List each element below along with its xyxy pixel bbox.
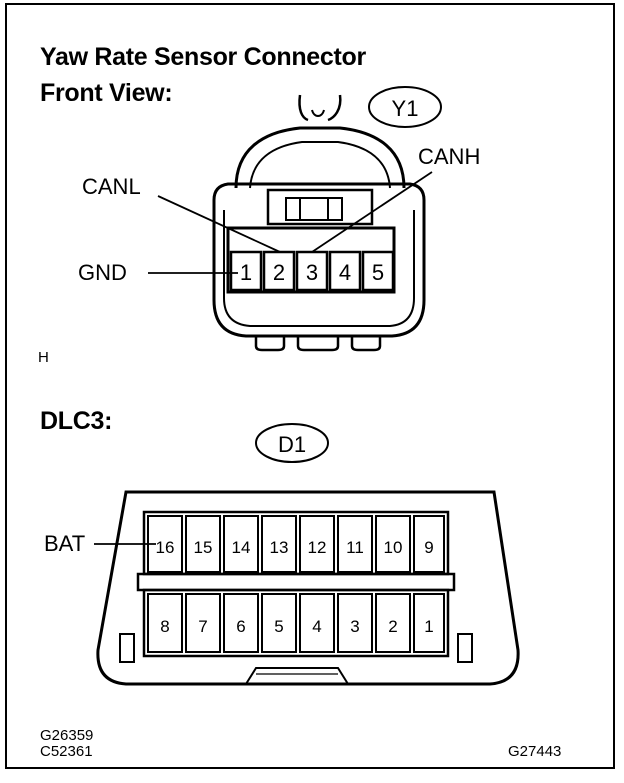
wire-left	[298, 94, 309, 122]
dlc3-pin-box	[261, 515, 297, 573]
dlc3-slot-left	[119, 633, 135, 663]
dlc3-bottom-frame	[142, 588, 450, 658]
wire-center	[311, 109, 325, 117]
badge-d1: D1	[255, 423, 329, 463]
dlc3-pin-label: 5	[274, 617, 283, 636]
yaw-pin-label: 2	[273, 260, 285, 285]
page-border	[5, 3, 615, 769]
badge-y1-oval	[368, 86, 442, 128]
dlc3-pin-label: 1	[424, 617, 433, 636]
badge-d1-oval	[255, 423, 329, 463]
dlc3-pin-label: 15	[194, 538, 213, 557]
dlc3-slot-right	[457, 633, 473, 663]
connector-key-2	[296, 336, 340, 352]
dlc3-pin-box	[299, 515, 335, 573]
yaw-pin-row: 1 2 3 4 5	[229, 250, 395, 292]
figure-code-2: C52361	[40, 743, 93, 760]
connector-key-3	[350, 336, 382, 352]
yaw-pin-box	[361, 250, 395, 292]
dlc3-pin-box	[337, 593, 373, 653]
connector-key-1	[254, 336, 286, 352]
dlc3-pin-box	[375, 593, 411, 653]
dlc3-pin-box	[261, 593, 297, 653]
dlc3-pin-label: 4	[312, 617, 321, 636]
title-yaw-rate-sensor: Yaw Rate Sensor Connector	[40, 43, 366, 71]
yaw-pin-label: 3	[306, 260, 318, 285]
dlc3-pin-box	[413, 515, 445, 573]
badge-y1: Y1	[368, 86, 442, 128]
figure-code-1: G26359	[40, 727, 93, 744]
dlc3-connector	[96, 490, 520, 686]
yaw-pin-label: 5	[372, 260, 384, 285]
yaw-pin-label: 4	[339, 260, 351, 285]
dlc3-top-pins: 16 15 14 13 12 11 10 9	[147, 515, 445, 573]
dlc3-pin-label: 14	[232, 538, 251, 557]
dlc3-pin-label: 16	[156, 538, 175, 557]
connector-latch-window	[285, 197, 343, 221]
yaw-pin-label: 1	[240, 260, 252, 285]
dlc3-pin-label: 13	[270, 538, 289, 557]
dlc3-pin-label: 11	[346, 538, 364, 557]
dlc3-pin-box	[413, 593, 445, 653]
dlc3-pin-box	[223, 515, 259, 573]
figure-code-3: G27443	[508, 743, 561, 760]
h-mark: H	[38, 349, 49, 366]
badge-d1-text: D1	[278, 432, 306, 457]
dlc3-pin-box	[147, 593, 183, 653]
dlc3-pin-label: 6	[236, 617, 245, 636]
connector-hood-inner	[249, 141, 391, 189]
title-dlc3: DLC3:	[40, 407, 112, 435]
dlc3-bottom-pins: 8 7 6 5 4 3 2 1	[147, 593, 445, 653]
dlc3-pin-label: 7	[198, 617, 207, 636]
connector-latch	[266, 188, 374, 226]
yaw-pin-box	[229, 250, 263, 292]
leader-canl	[157, 195, 281, 253]
connector-housing-inner	[223, 210, 415, 327]
wire-right	[327, 94, 342, 122]
dlc3-pin-box	[375, 515, 411, 573]
badge-y1-text: Y1	[392, 96, 419, 121]
dlc3-housing	[96, 490, 520, 686]
label-bat: BAT	[44, 531, 85, 556]
dlc3-pin-label: 10	[384, 538, 403, 557]
dlc3-pin-label: 3	[350, 617, 359, 636]
yaw-rate-connector	[212, 94, 426, 352]
dlc3-pin-label: 12	[308, 538, 327, 557]
connector-hood	[234, 126, 406, 189]
dlc3-pin-box	[223, 593, 259, 653]
dlc3-pin-box	[337, 515, 373, 573]
connector-housing	[212, 182, 426, 338]
label-canl: CANL	[82, 174, 141, 199]
dlc3-pin-box	[185, 515, 221, 573]
dlc3-pin-box	[185, 593, 221, 653]
dlc3-bottom-tab	[245, 667, 349, 685]
dlc3-divider	[136, 572, 456, 592]
leader-canh	[311, 171, 433, 253]
dlc3-pin-label: 8	[160, 617, 169, 636]
label-canh: CANH	[418, 144, 480, 169]
dlc3-pin-box	[299, 593, 335, 653]
dlc3-pin-label: 9	[424, 538, 433, 557]
yaw-pin-box	[328, 250, 362, 292]
dlc3-pin-label: 2	[388, 617, 397, 636]
label-gnd: GND	[78, 260, 127, 285]
title-front-view: Front View:	[40, 79, 172, 107]
